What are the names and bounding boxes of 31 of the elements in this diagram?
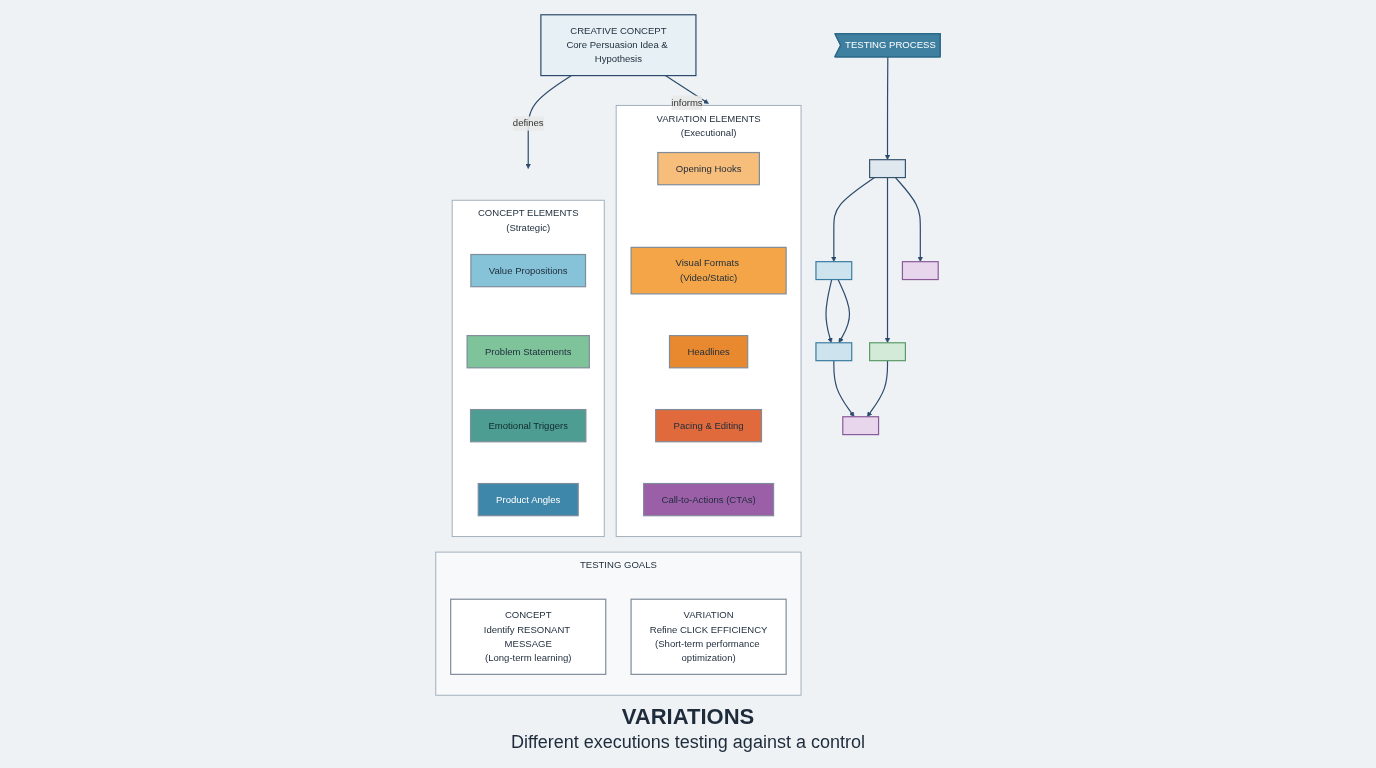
- arrow: [884, 56, 891, 160]
- section-heading: VARIATIONS: [620, 704, 756, 730]
- node-box: VARIATION Refine CLICK EFFICIENCY (Short-term performance optimization): [630, 598, 787, 675]
- node-box: CONCEPT Identify RESONANT MESSAGE (Long-term learning): [450, 598, 607, 675]
- node-box: Value Propositions: [470, 253, 587, 288]
- edge-label: informs: [671, 97, 703, 108]
- node-box: Visual Formats (Video/Static): [630, 246, 787, 295]
- node-box: CREATIVE CONCEPT Core Persuasion Idea & Hypothesis: [540, 14, 697, 77]
- arrow: [884, 177, 891, 343]
- node-box: Problem Statements: [466, 335, 590, 369]
- node-box: [842, 416, 880, 436]
- arrow: [831, 177, 876, 262]
- node-box: [869, 159, 906, 179]
- node-box: Emotional Triggers: [469, 408, 587, 443]
- arrow: [837, 278, 851, 343]
- arrow: [664, 75, 709, 104]
- node-box: [869, 342, 906, 362]
- node-box: Headlines: [668, 335, 749, 369]
- node-box: [815, 261, 853, 281]
- arrow: [866, 360, 889, 417]
- node-box: Pacing & Editing: [655, 408, 763, 443]
- node-box: Product Angles: [477, 482, 579, 517]
- arrow: [894, 177, 923, 262]
- node-box: [901, 261, 939, 281]
- node-box: Opening Hooks: [657, 151, 760, 186]
- edge-label: defines: [512, 118, 544, 129]
- caption-text: Different executions testing against a control: [510, 732, 866, 753]
- node-box: [815, 342, 853, 362]
- arrow: [833, 360, 855, 417]
- node-box: Call-to-Actions (CTAs): [643, 482, 775, 517]
- arrow: [825, 278, 833, 343]
